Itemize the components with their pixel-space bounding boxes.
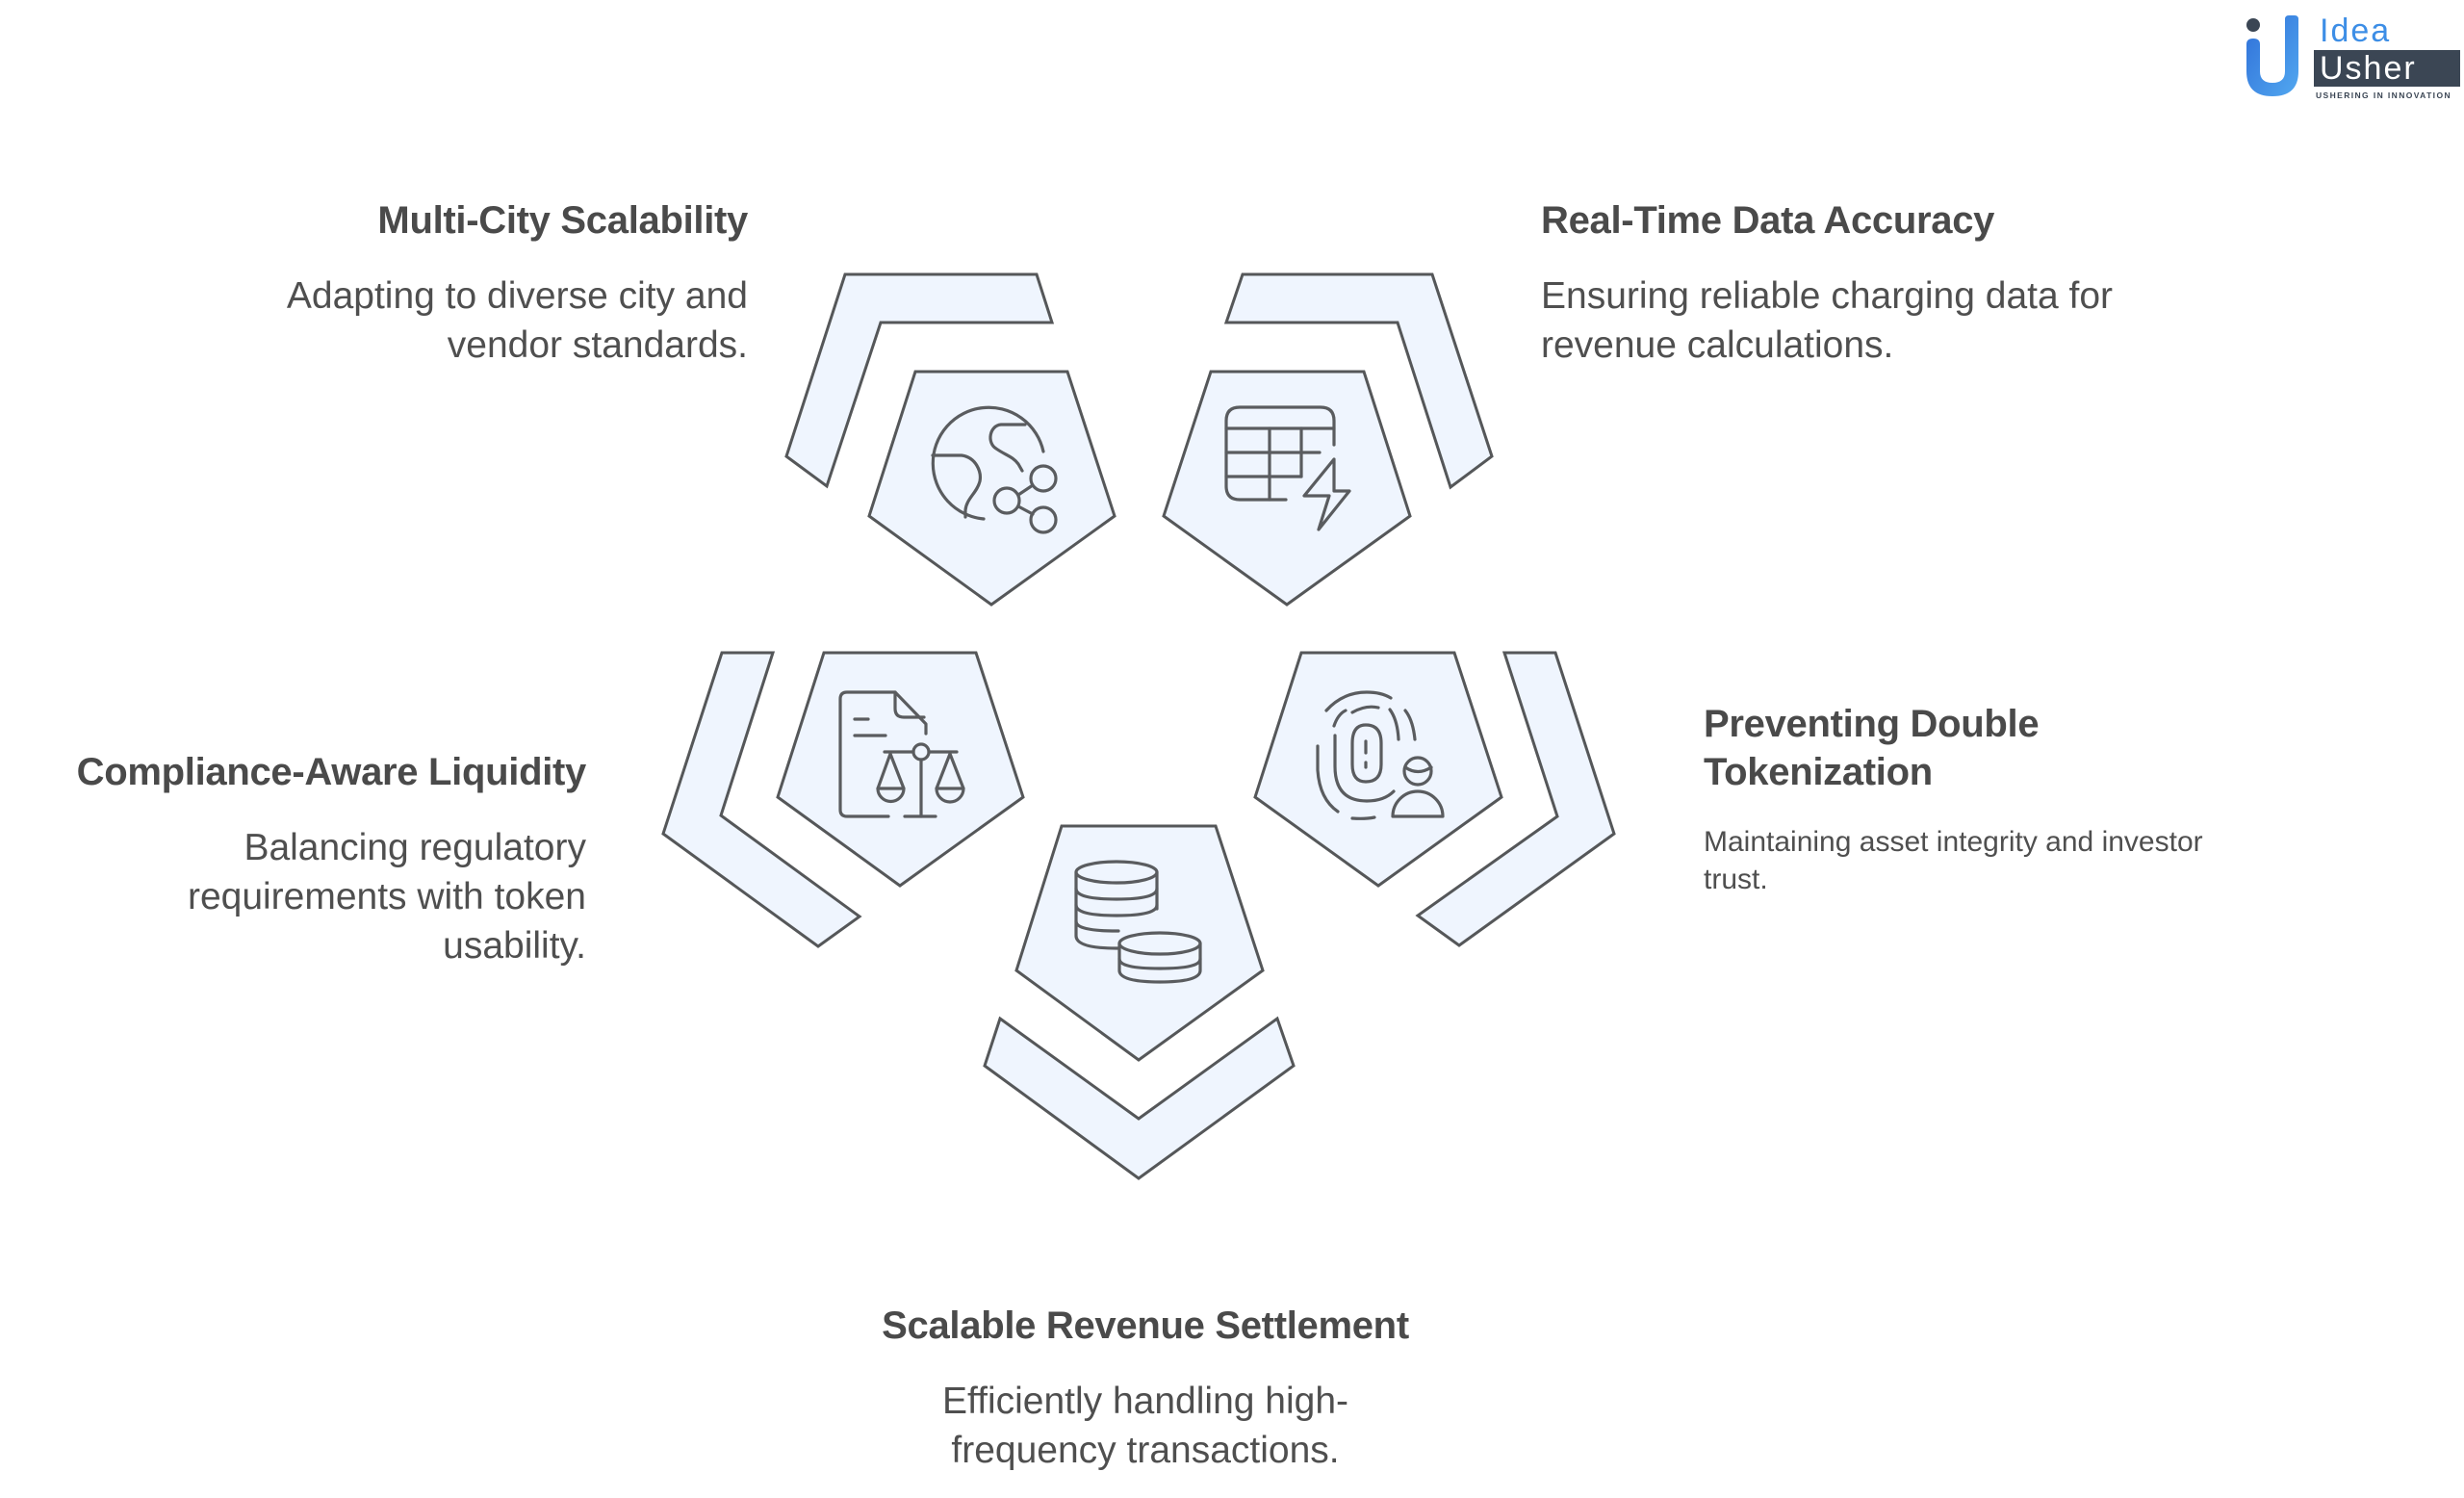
item-multi-city: Multi-City Scalability Adapting to diver… bbox=[173, 196, 748, 370]
bracket-real-time bbox=[1223, 272, 1494, 490]
segment-multi-city bbox=[784, 272, 1116, 607]
item-title: Preventing Double Tokenization bbox=[1704, 703, 2040, 793]
logo-u-mark-icon bbox=[2246, 15, 2298, 96]
bracket-compliance bbox=[661, 651, 862, 948]
item-revenue-settlement: Scalable Revenue Settlement Efficiently … bbox=[857, 1302, 1434, 1475]
pentagon-revenue-settlement bbox=[1014, 824, 1265, 1062]
coin-stack-icon bbox=[1074, 860, 1202, 984]
logo-tagline: USHERING IN INNOVATION bbox=[2316, 90, 2451, 100]
segment-revenue-settlement bbox=[983, 824, 1296, 1180]
item-description: Balancing regulatory requirements with t… bbox=[187, 827, 586, 967]
logo-word-usher: Usher bbox=[2320, 50, 2417, 87]
segment-compliance bbox=[661, 651, 1025, 948]
item-real-time: Real-Time Data Accuracy Ensuring reliabl… bbox=[1541, 196, 2138, 370]
document-scales-icon bbox=[838, 690, 965, 818]
logo-word-idea: Idea bbox=[2320, 13, 2392, 49]
item-description: Efficiently handling high-frequency tran… bbox=[941, 1381, 1349, 1471]
pentagon-double-tokenization bbox=[1253, 651, 1503, 888]
item-title: Scalable Revenue Settlement bbox=[882, 1304, 1409, 1347]
brand-logo: Idea Usher USHERING IN INNOVATION bbox=[2243, 12, 2464, 100]
segment-double-tokenization bbox=[1253, 651, 1616, 947]
item-description: Ensuring reliable charging data for reve… bbox=[1541, 275, 2114, 366]
item-double-tokenization: Preventing Double Tokenization Maintaini… bbox=[1704, 700, 2281, 898]
pentagon-compliance bbox=[776, 651, 1025, 888]
bracket-double-tokenization bbox=[1415, 651, 1616, 947]
chevron-revenue-settlement bbox=[983, 1016, 1296, 1180]
table-lightning-icon bbox=[1224, 405, 1351, 531]
bracket-multi-city bbox=[784, 272, 1055, 489]
pentagon-multi-city bbox=[867, 370, 1116, 607]
item-title: Multi-City Scalability bbox=[377, 199, 748, 242]
item-description: Maintaining asset integrity and investor… bbox=[1704, 826, 2203, 895]
fingerprint-user-icon bbox=[1316, 690, 1445, 820]
segment-real-time bbox=[1162, 272, 1494, 607]
item-title: Real-Time Data Accuracy bbox=[1541, 199, 1995, 242]
item-title: Compliance-Aware Liquidity bbox=[76, 751, 587, 793]
globe-network-icon bbox=[931, 405, 1058, 534]
item-description: Adapting to diverse city and vendor stan… bbox=[286, 275, 748, 366]
item-compliance: Compliance-Aware Liquidity Balancing reg… bbox=[38, 748, 587, 970]
logo-word-usher-box: Usher bbox=[2314, 50, 2460, 87]
